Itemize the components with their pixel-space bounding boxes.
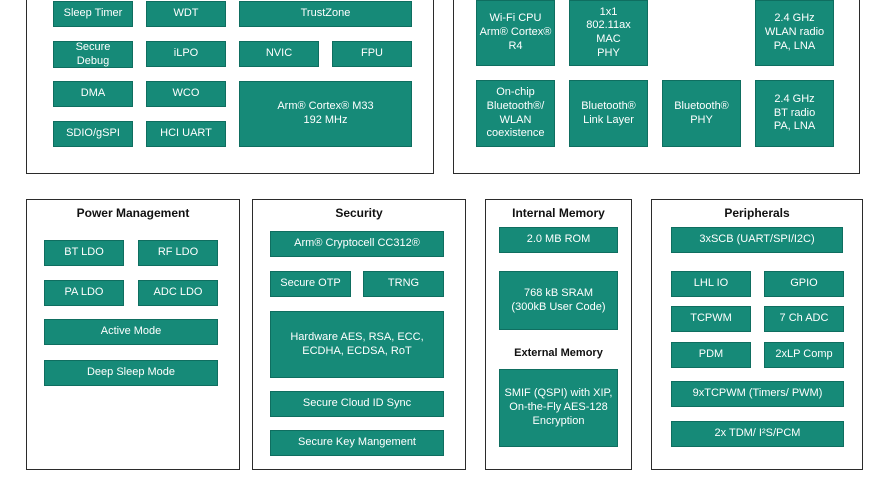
trustzone-block: TrustZone <box>239 1 412 27</box>
pdm-block: PDM <box>671 342 751 368</box>
tcpwm-timers-block: 9xTCPWM (Timers/ PWM) <box>671 381 844 407</box>
power-management-title: Power Management <box>76 206 190 220</box>
bt-radio-block: 2.4 GHz BT radio PA, LNA <box>755 80 834 147</box>
dma-block: DMA <box>53 81 133 107</box>
hci-uart-block: HCI UART <box>146 121 226 147</box>
security-title: Security <box>335 206 383 220</box>
wifi-mac-phy-block: 1x1 802.11ax MAC PHY <box>569 0 648 66</box>
adc-ldo-block: ADC LDO <box>138 280 218 306</box>
hardware-crypto-block: Hardware AES, RSA, ECC, ECDHA, ECDSA, Ro… <box>270 311 444 378</box>
wifi-cpu-block: Wi-Fi CPU Arm® Cortex® R4 <box>476 0 555 66</box>
secure-key-management-block: Secure Key Mangement <box>270 430 444 456</box>
tdm-i2s-pcm-block: 2x TDM/ I²S/PCM <box>671 421 844 447</box>
smif-block: SMIF (QSPI) with XIP, On-the-Fly AES-128… <box>499 369 618 447</box>
bt-ldo-block: BT LDO <box>44 240 124 266</box>
secure-debug-block: Secure Debug <box>53 41 133 68</box>
nvic-block: NVIC <box>239 41 319 67</box>
secure-cloud-id-block: Secure Cloud ID Sync <box>270 391 444 417</box>
tcpwm-block: TCPWM <box>671 306 751 332</box>
sleep-timer-block: Sleep Timer <box>53 1 133 27</box>
peripherals-title: Peripherals <box>724 206 790 220</box>
cortex-m33-block: Arm® Cortex® M33 192 MHz <box>239 81 412 147</box>
rom-block: 2.0 MB ROM <box>499 227 618 253</box>
external-memory-title: External Memory <box>514 347 603 359</box>
trng-block: TRNG <box>363 271 444 297</box>
internal-memory-title: Internal Memory <box>512 206 605 220</box>
pa-ldo-block: PA LDO <box>44 280 124 306</box>
bt-link-layer-block: Bluetooth® Link Layer <box>569 80 648 147</box>
wdt-block: WDT <box>146 1 226 27</box>
lhl-io-block: LHL IO <box>671 271 751 297</box>
bt-phy-block: Bluetooth® PHY <box>662 80 741 147</box>
ilpo-block: iLPO <box>146 41 226 67</box>
cryptocell-block: Arm® Cryptocell CC312® <box>270 231 444 257</box>
fpu-block: FPU <box>332 41 412 67</box>
wco-block: WCO <box>146 81 226 107</box>
active-mode-block: Active Mode <box>44 319 218 345</box>
gpio-block: GPIO <box>764 271 844 297</box>
coexistence-block: On-chip Bluetooth®/ WLAN coexistence <box>476 80 555 147</box>
scb-block: 3xSCB (UART/SPI/I2C) <box>671 227 843 253</box>
deep-sleep-mode-block: Deep Sleep Mode <box>44 360 218 386</box>
wlan-radio-block: 2.4 GHz WLAN radio PA, LNA <box>755 0 834 66</box>
rf-ldo-block: RF LDO <box>138 240 218 266</box>
lp-comp-block: 2xLP Comp <box>764 342 844 368</box>
sram-block: 768 kB SRAM (300kB User Code) <box>499 271 618 330</box>
secure-otp-block: Secure OTP <box>270 271 351 297</box>
sdio-gspi-block: SDIO/gSPI <box>53 121 133 147</box>
adc-block: 7 Ch ADC <box>764 306 844 332</box>
